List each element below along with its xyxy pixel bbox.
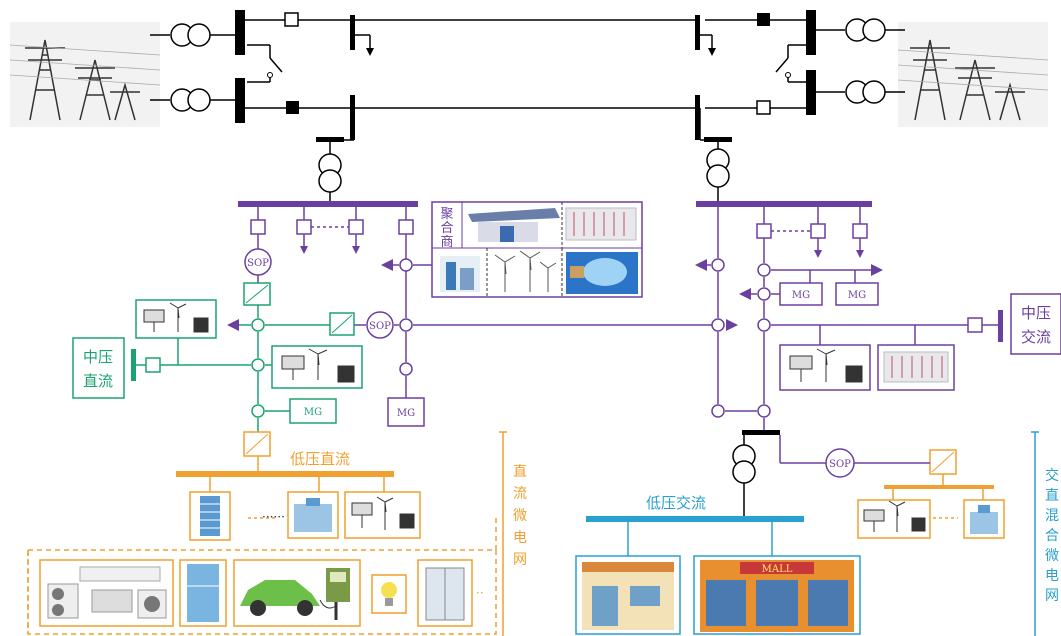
svg-text:MG: MG <box>792 290 810 301</box>
node-icon <box>251 318 265 418</box>
hybrid-dc-network <box>892 474 984 519</box>
hybrid-microgrid-label: 交 直 混 合 微 电 网 <box>1031 431 1059 636</box>
aggregator-panel: 聚 合 商 <box>431 201 643 298</box>
lv-bus-top <box>742 430 780 435</box>
dots-label: ·· <box>476 586 484 600</box>
pv-wind-storage-icon <box>135 299 217 339</box>
pv-wind-storage-icon <box>344 491 421 539</box>
svg-text:合: 合 <box>1045 528 1059 544</box>
dots-label: ······ <box>262 510 285 524</box>
dc-microgrid-label: 直 流 微 电 网 <box>499 431 527 636</box>
pv-wind-storage-icon <box>779 344 871 391</box>
svg-text:网: 网 <box>1045 588 1059 604</box>
svg-text:交流: 交流 <box>1021 328 1051 346</box>
industrial-load-icon <box>440 256 480 292</box>
lv-ac-bus <box>586 516 804 522</box>
hybrid-link <box>779 435 930 464</box>
svg-text:SOP: SOP <box>829 459 851 470</box>
breaker-icon <box>250 219 983 333</box>
svg-text:直: 直 <box>1045 487 1059 504</box>
svg-text:交: 交 <box>1045 467 1059 484</box>
mv-ac-label: 中压 交流 <box>1010 293 1061 355</box>
wind-turbine-icon <box>494 250 557 292</box>
refrigerator-icon <box>179 559 227 627</box>
mg-box: MG MG MG <box>387 282 879 427</box>
ev-station-icon <box>468 208 560 242</box>
svg-text:SOP: SOP <box>247 258 269 269</box>
hybrid-dc-bus <box>884 485 994 489</box>
lv-dc-bus <box>176 471 394 477</box>
lv-dc-label: 低压直流 <box>290 450 350 468</box>
building-icon <box>287 491 339 539</box>
svg-text:直流: 直流 <box>83 372 113 390</box>
mv-ac-network <box>257 205 998 430</box>
lv-dc-network <box>27 456 497 635</box>
svg-text:SOP: SOP <box>369 321 391 332</box>
svg-text:MG: MG <box>848 290 866 301</box>
transformer-icon <box>732 444 756 484</box>
svg-text:MALL: MALL <box>762 564 793 575</box>
shop-icon <box>575 555 681 635</box>
building-icon <box>963 499 1005 539</box>
elevator-icon <box>417 559 473 627</box>
mv-dc-label: 中压 直流 <box>72 337 125 399</box>
pv-wind-storage-icon <box>271 345 363 389</box>
battery-cabinet-icon <box>565 207 637 241</box>
hv-bus <box>235 10 816 142</box>
transmission-tower-icon <box>897 22 1049 127</box>
svg-text:电: 电 <box>513 530 527 546</box>
svg-text:直: 直 <box>513 463 527 480</box>
lv-ac-network <box>627 522 773 556</box>
lamp-icon <box>371 574 407 614</box>
converter-icon <box>243 282 957 475</box>
sop-icon: SOP SOP SOP <box>244 248 855 478</box>
battery-cabinet-icon <box>877 344 955 391</box>
air-conditioner-icon <box>39 559 174 627</box>
pv-wind-storage-icon <box>857 499 931 539</box>
svg-text:网: 网 <box>513 552 527 568</box>
svg-text:流: 流 <box>513 486 527 502</box>
transformer-icon <box>170 18 886 193</box>
mg-box: MG <box>289 398 337 424</box>
hv-grid <box>150 19 905 205</box>
mv-dc-bus <box>131 349 161 381</box>
svg-text:中压: 中压 <box>83 348 113 366</box>
transmission-tower-icon <box>9 22 161 127</box>
lv-ac-label: 低压交流 <box>646 494 706 512</box>
breaker-icon <box>284 12 771 115</box>
svg-text:微: 微 <box>513 508 527 524</box>
svg-text:电: 电 <box>1045 568 1059 584</box>
svg-text:商: 商 <box>440 235 453 250</box>
svg-text:合: 合 <box>440 221 453 236</box>
mv-bus <box>238 201 1003 342</box>
svg-text:聚: 聚 <box>440 207 453 222</box>
lamp-icon <box>566 252 638 294</box>
svg-text:MG: MG <box>397 408 415 419</box>
node-icon <box>399 258 771 418</box>
svg-text:中压: 中压 <box>1021 304 1051 322</box>
building-icon <box>189 491 231 541</box>
mall-icon: MALL <box>693 555 861 635</box>
electric-car-icon <box>233 559 361 627</box>
mv-dc-network <box>136 305 330 432</box>
load-arrow-icon <box>267 48 791 78</box>
svg-text:MG: MG <box>304 407 322 418</box>
svg-text:微: 微 <box>1045 548 1059 564</box>
svg-text:混: 混 <box>1045 508 1059 524</box>
